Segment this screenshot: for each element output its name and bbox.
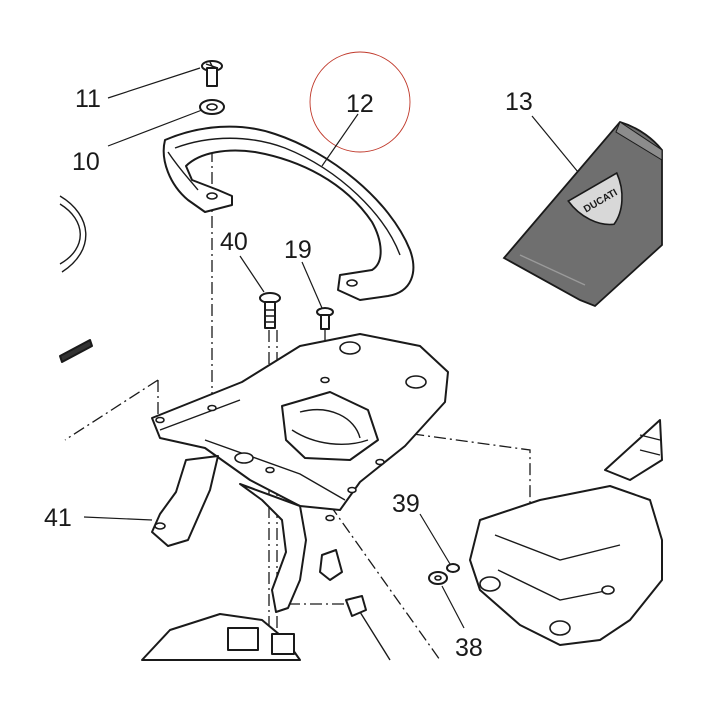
washer-part-10 [199,99,225,115]
callout-12: 12 [346,90,374,118]
screw-part-11 [201,60,223,87]
support-plate [151,333,449,522]
callout-10: 10 [72,148,100,176]
callout-13: 13 [505,88,533,116]
callouts: 11 10 12 13 40 19 41 39 38 [44,85,533,662]
bolt-part-40 [259,292,281,329]
highlight-circle [309,51,411,153]
left-edge-fragments [59,195,93,363]
bolt-part-19 [316,307,334,330]
callout-39: 39 [392,490,420,518]
lower-assembly [141,595,391,661]
seat-cover-part-13: DUCATI [502,120,663,308]
grab-handle-part-12 [162,125,415,301]
callout-19: 19 [284,236,312,264]
callout-11: 11 [75,85,101,113]
washer-part-39 [446,563,460,573]
callout-40: 40 [220,228,248,256]
nut-part-38 [428,571,448,585]
callout-41: 41 [44,504,72,532]
leader-lines [83,67,579,629]
bracket-part-41 [151,455,343,613]
ducati-logo: DUCATI [567,171,623,226]
callout-38: 38 [455,634,483,662]
tail-section [469,419,663,646]
